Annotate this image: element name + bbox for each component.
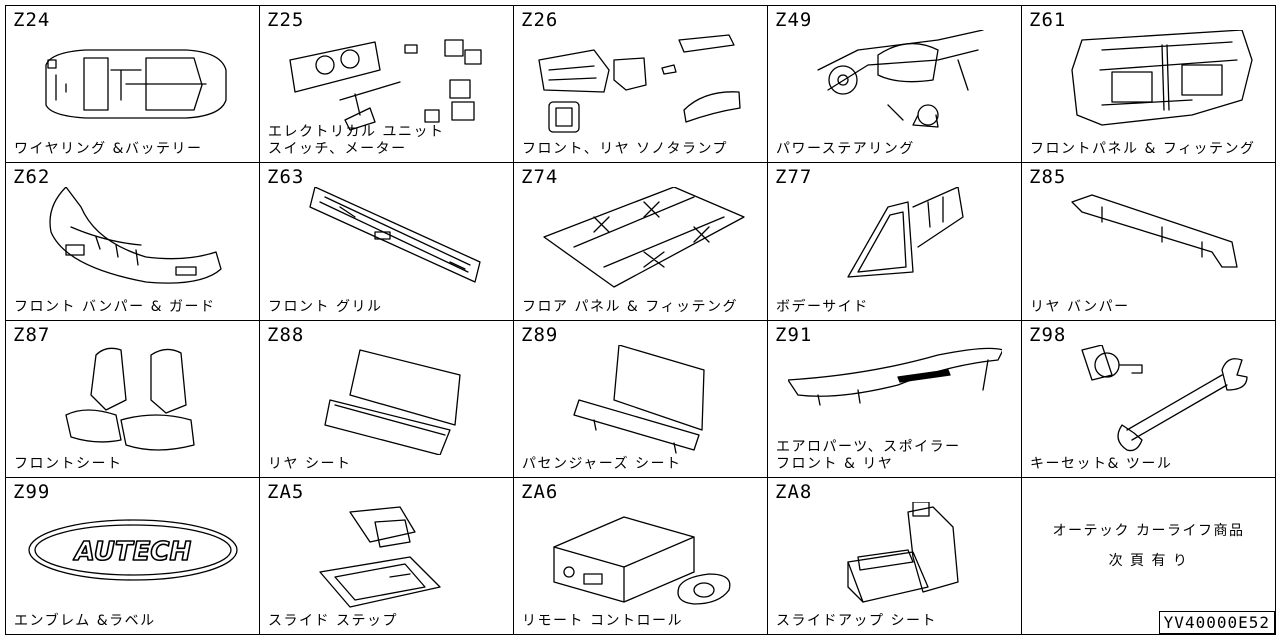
section-code: Z24 bbox=[13, 9, 51, 31]
reference-code: YV40000E52 bbox=[1158, 611, 1275, 634]
section-code: Z62 bbox=[13, 166, 51, 189]
section-label: スライドアップ シート bbox=[776, 613, 937, 629]
section-code: Z88 bbox=[267, 323, 305, 346]
front-seat-icon bbox=[26, 345, 240, 455]
cell-za6[interactable]: ZA6 リモート コントロール bbox=[514, 477, 768, 635]
front-panel-icon bbox=[1042, 29, 1256, 140]
section-code: Z74 bbox=[521, 166, 559, 189]
spoiler-icon bbox=[787, 345, 1004, 455]
section-code: Z61 bbox=[1029, 9, 1067, 31]
front-grille-icon bbox=[280, 186, 494, 297]
section-label: フロントシート bbox=[14, 455, 123, 472]
floor-panel-icon bbox=[534, 186, 748, 297]
section-code: Z26 bbox=[521, 9, 559, 31]
section-label: パセンジャーズ シート bbox=[522, 455, 682, 472]
wiring-battery-icon bbox=[26, 30, 240, 140]
section-label: フロント バンパー & ガード bbox=[14, 298, 216, 315]
section-label: エアロパーツ、スポイラー フロント & リヤ bbox=[776, 438, 961, 472]
cell-za8[interactable]: ZA8 スライドアップ シート bbox=[768, 477, 1022, 635]
section-label: リヤ シート bbox=[268, 455, 352, 472]
section-code: Z89 bbox=[521, 323, 559, 346]
cell-z25[interactable]: Z25 エレクトリカル ユニット スイッチ、メーター bbox=[260, 6, 514, 164]
cell-z98[interactable]: Z98 キーセット& ツール bbox=[1022, 320, 1276, 478]
section-label: スライド ステップ bbox=[268, 613, 398, 629]
cell-z87[interactable]: Z87 フロントシート bbox=[6, 320, 260, 478]
section-label: リモート コントロール bbox=[522, 613, 683, 629]
electrical-unit-icon bbox=[280, 30, 494, 140]
section-label: ボデーサイド bbox=[776, 298, 869, 315]
cell-z63[interactable]: Z63 フロント グリル bbox=[260, 163, 514, 321]
cell-z74[interactable]: Z74 フロア パネル & フィッテング bbox=[514, 163, 768, 321]
slide-step-icon bbox=[280, 502, 494, 612]
section-code: Z49 bbox=[775, 9, 813, 31]
remote-control-icon bbox=[534, 502, 748, 612]
section-label: フロント、リヤ ソノタランプ bbox=[522, 141, 729, 158]
front-bumper-icon bbox=[26, 186, 240, 297]
slide-up-seat-icon bbox=[788, 501, 1002, 612]
cell-z88[interactable]: Z88 リヤ シート bbox=[260, 320, 514, 478]
cell-z91[interactable]: Z91 エアロパーツ、スポイラー フロント & リヤ bbox=[768, 320, 1022, 478]
section-code: Z63 bbox=[267, 166, 305, 189]
section-code: Z25 bbox=[267, 9, 305, 31]
section-label: フロントパネル & フィッテング bbox=[1030, 141, 1256, 158]
section-label: パワーステアリング bbox=[776, 141, 915, 158]
section-label: エンブレム &ラベル bbox=[14, 613, 156, 629]
power-steering-icon bbox=[788, 29, 1002, 140]
note-line-2: 次 頁 有 り bbox=[1108, 552, 1189, 569]
cell-z85[interactable]: Z85 リヤ バンパー bbox=[1022, 163, 1276, 321]
section-label: リヤ バンパー bbox=[1030, 298, 1130, 315]
cell-z99[interactable]: Z99 AUTECH エンブレム &ラベル bbox=[6, 477, 260, 635]
body-side-icon bbox=[788, 186, 1002, 297]
section-code: Z99 bbox=[13, 480, 51, 503]
section-code: ZA6 bbox=[521, 480, 559, 503]
lamp-icon bbox=[534, 30, 748, 140]
parts-index-grid: Z24 ワイヤリング &バッテリー Z25 エレクトリカル ユニット bbox=[5, 5, 1276, 635]
passenger-seat-icon bbox=[534, 343, 748, 455]
cell-za5[interactable]: ZA5 スライド ステップ bbox=[260, 477, 514, 635]
section-code: Z87 bbox=[13, 323, 51, 346]
section-code: Z98 bbox=[1029, 323, 1067, 346]
section-label: ワイヤリング &バッテリー bbox=[14, 141, 203, 158]
section-label: キーセット& ツール bbox=[1030, 455, 1173, 472]
section-label: フロント グリル bbox=[268, 298, 383, 315]
section-code: Z77 bbox=[775, 166, 813, 189]
rear-bumper-icon bbox=[1042, 187, 1256, 297]
section-label: エレクトリカル ユニット スイッチ、メーター bbox=[268, 124, 445, 158]
cell-z24[interactable]: Z24 ワイヤリング &バッテリー bbox=[6, 6, 260, 164]
cell-z77[interactable]: Z77 ボデーサイド bbox=[768, 163, 1022, 321]
section-code: ZA8 bbox=[775, 480, 813, 503]
key-tool-icon bbox=[1042, 343, 1256, 455]
cell-z62[interactable]: Z62 フロント バンパー & ガード bbox=[6, 163, 260, 321]
cell-z26[interactable]: Z26 フロント、リヤ ソノタランプ bbox=[514, 6, 768, 164]
note-line-1: オーテック カーライフ商品 bbox=[1052, 522, 1245, 539]
cell-z89[interactable]: Z89 パセンジャーズ シート bbox=[514, 320, 768, 478]
section-code: ZA5 bbox=[267, 480, 305, 503]
cell-z49[interactable]: Z49 パワーステアリング bbox=[768, 6, 1022, 164]
section-label: フロア パネル & フィッテング bbox=[522, 298, 738, 315]
emblem-icon: AUTECH bbox=[26, 502, 240, 612]
cell-note: オーテック カーライフ商品 次 頁 有 り bbox=[1022, 477, 1276, 635]
section-code: Z85 bbox=[1029, 166, 1067, 189]
section-code: Z91 bbox=[775, 323, 813, 346]
rear-seat-icon bbox=[280, 345, 494, 456]
cell-z61[interactable]: Z61 フロントパネル & フィッテング bbox=[1022, 6, 1276, 164]
emblem-text: AUTECH bbox=[73, 537, 192, 567]
